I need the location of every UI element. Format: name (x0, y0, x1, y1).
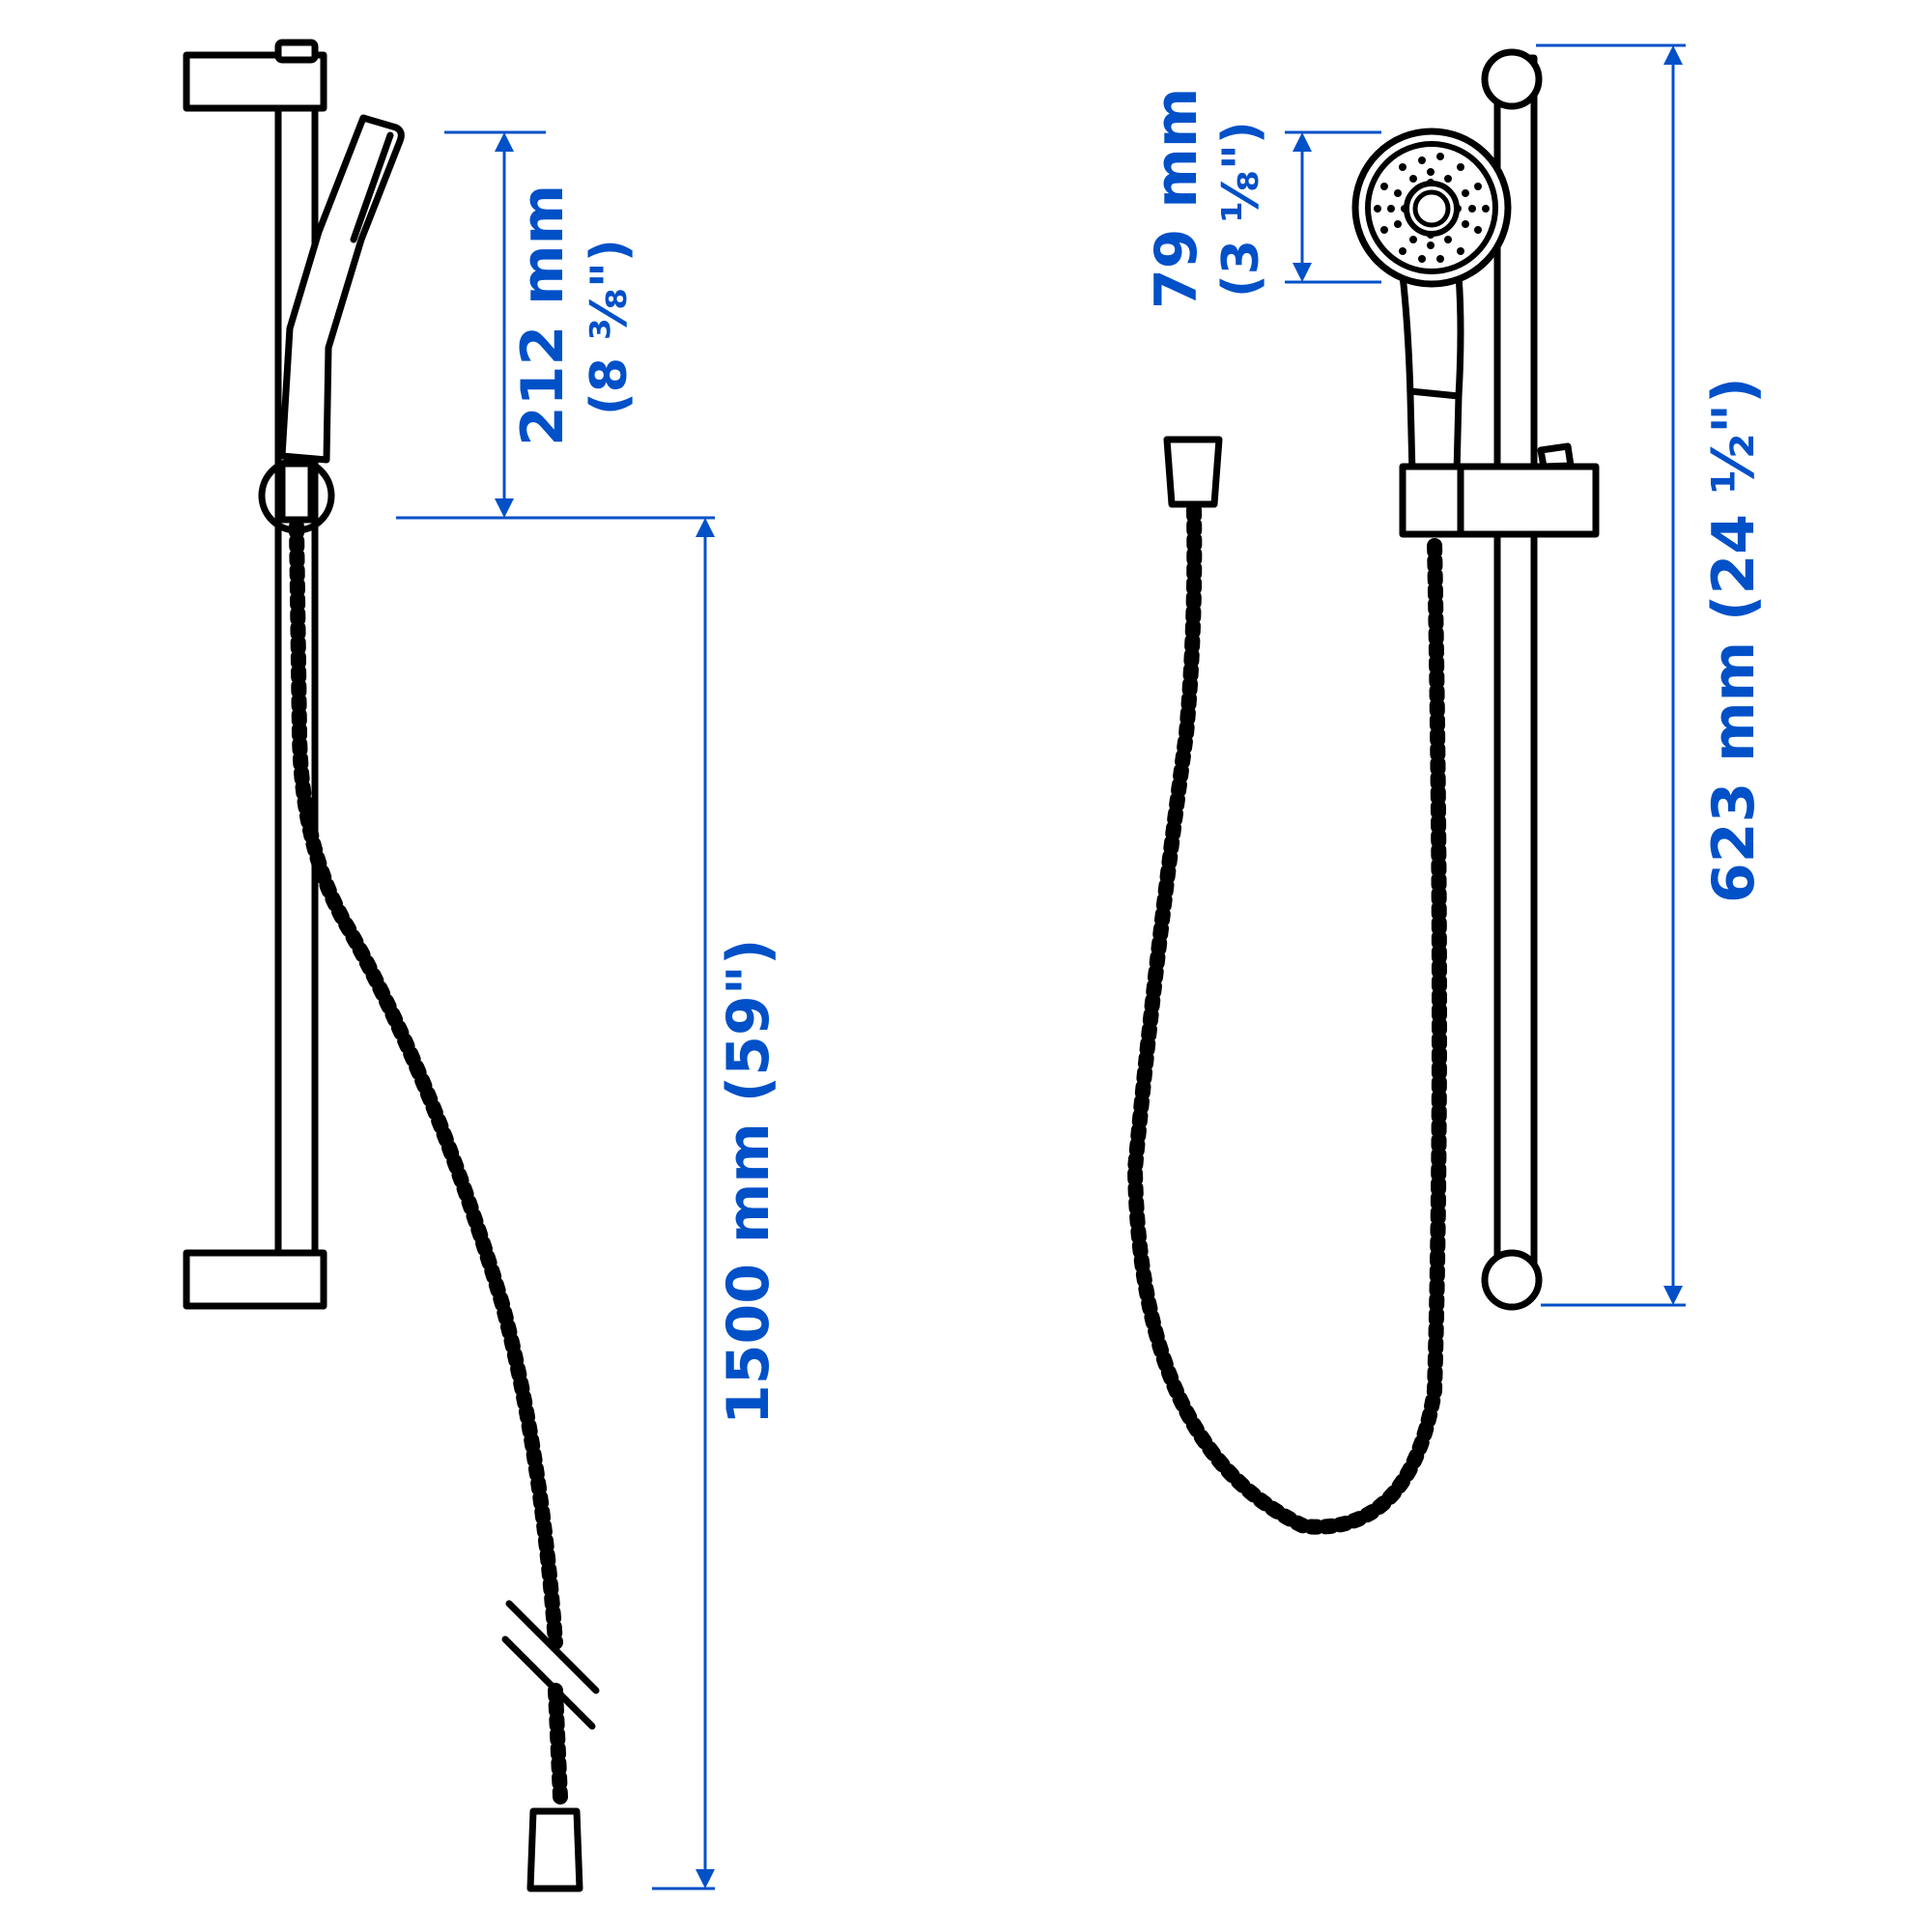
right-shower-head (1351, 128, 1512, 288)
left-view (183, 39, 600, 1892)
dimension-623mm: 623 mm (24 ½") (1536, 43, 1768, 1307)
left-top-bracket (183, 39, 327, 112)
left-handset (278, 114, 405, 464)
dim-79-label: 79 mm (1143, 88, 1210, 309)
right-top-knob (1481, 48, 1543, 110)
right-handset-handle (1399, 271, 1464, 477)
dim-212-imperial-label: (8 ⅜") (581, 239, 639, 415)
dimension-212mm: 212 mm (8 ⅜") (396, 130, 715, 520)
right-hose (1126, 502, 1447, 1535)
left-bottom-bracket (183, 1249, 327, 1310)
right-hose-connector (1163, 436, 1223, 508)
dim-1500-label: 1500 mm (59") (715, 939, 782, 1425)
left-hose (289, 519, 563, 1650)
right-slider-holder (1399, 442, 1600, 538)
spray-nozzle-dots (1374, 153, 1490, 263)
right-view (1126, 48, 1600, 1535)
dimension-79mm: 79 mm (3 ⅛") (1143, 88, 1381, 309)
right-rail (1493, 54, 1538, 1279)
hose-break-mark (505, 1600, 600, 1694)
right-bottom-knob (1481, 1249, 1543, 1311)
left-hose-connector (526, 1807, 583, 1892)
dim-79-imperial-label: (3 ⅛") (1212, 121, 1270, 298)
dim-623-label: 623 mm (24 ½") (1700, 377, 1768, 903)
dim-212-label: 212 mm (509, 185, 577, 446)
dimension-1500mm: 1500 mm (59") (652, 518, 782, 1890)
